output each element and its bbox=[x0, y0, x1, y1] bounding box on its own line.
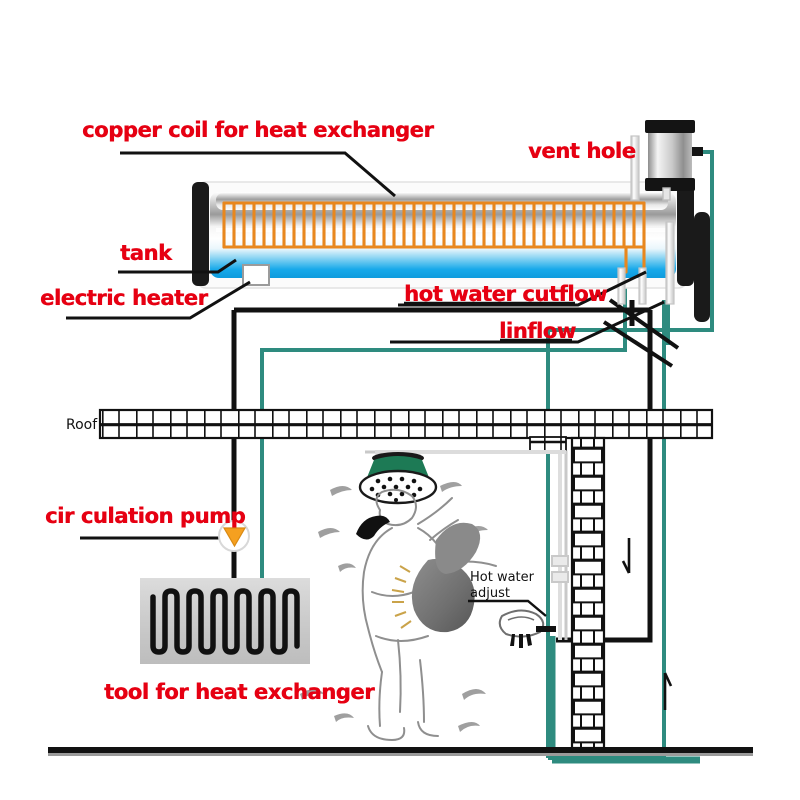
label-circulation-pump: cir culation pump bbox=[45, 504, 246, 528]
label-tank: tank bbox=[120, 241, 172, 265]
ground-line bbox=[48, 747, 753, 756]
down-flow-arrow bbox=[621, 538, 631, 574]
copper-coil bbox=[222, 201, 646, 274]
vent-hole-cylinder bbox=[645, 120, 703, 201]
roof-band bbox=[98, 408, 714, 454]
label-copper-coil: copper coil for heat exchanger bbox=[82, 118, 434, 142]
label-hot-water-outflow: hot water cutflow bbox=[404, 282, 608, 306]
up-flow-arrow bbox=[663, 672, 673, 710]
bath-brush bbox=[391, 522, 481, 633]
tank-right-support bbox=[694, 212, 710, 322]
person-showering bbox=[356, 488, 497, 742]
label-roof: Roof bbox=[66, 417, 98, 433]
white-riser-pipes bbox=[617, 135, 675, 305]
brick-wall-column bbox=[570, 436, 606, 750]
label-inflow: linflow bbox=[499, 319, 576, 343]
shower-head bbox=[358, 450, 566, 505]
leader-lines bbox=[66, 151, 665, 540]
label-hot-water-adjust: Hot water adjust bbox=[470, 570, 534, 602]
label-vent-hole: vent hole bbox=[528, 139, 636, 163]
electric-heater-port bbox=[242, 264, 270, 286]
hot-water-mixing-tap bbox=[498, 609, 556, 648]
circulation-pump bbox=[218, 520, 250, 552]
pipe-junction-diagonals bbox=[602, 298, 680, 368]
hot-water-adjust-leader bbox=[468, 599, 547, 617]
label-underlines bbox=[404, 301, 575, 342]
floor-heat-exchanger-radiator bbox=[140, 578, 310, 664]
label-tool-for-heat-exchanger: tool for heat exchanger bbox=[104, 680, 375, 704]
teal-shower-riser bbox=[548, 636, 700, 764]
label-electric-heater: electric heater bbox=[40, 286, 208, 310]
